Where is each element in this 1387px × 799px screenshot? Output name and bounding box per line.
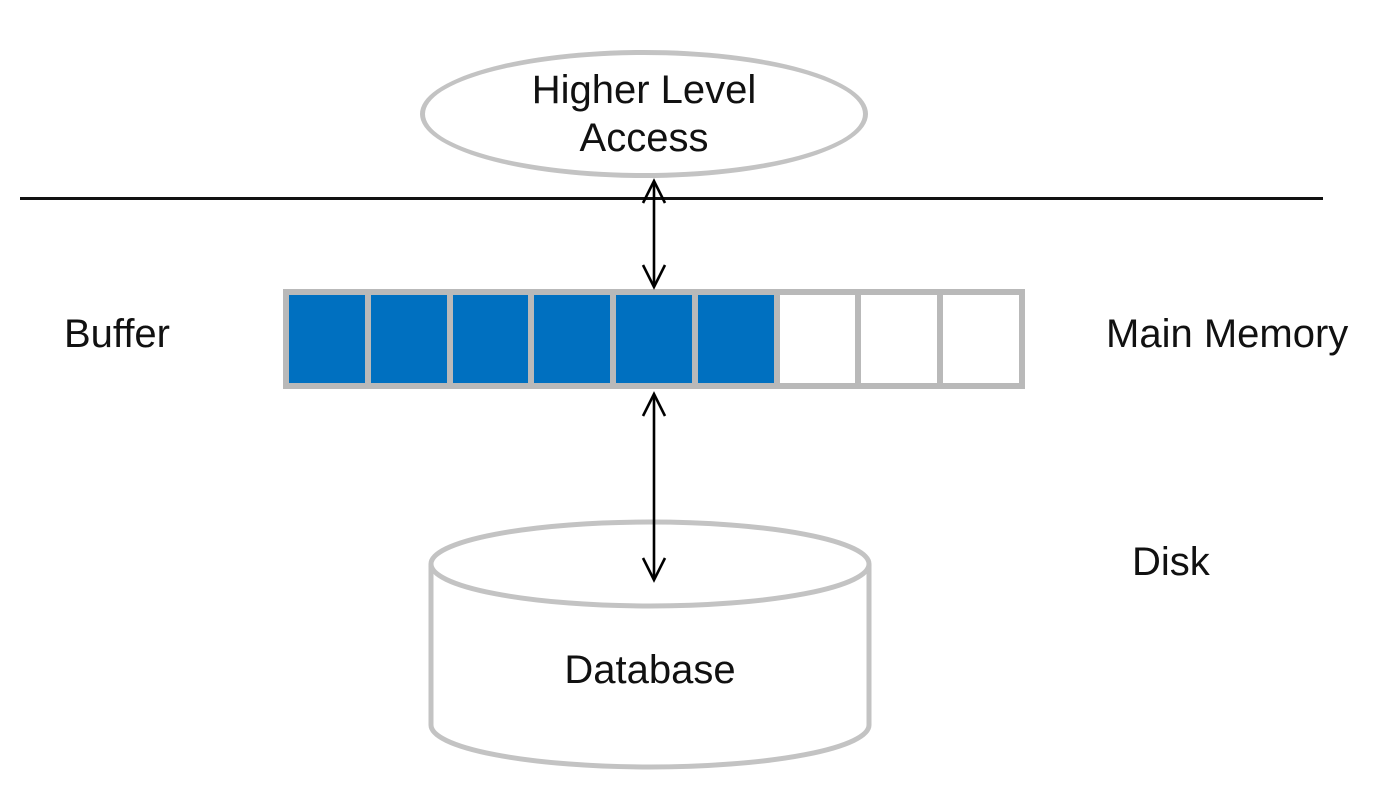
buffer-frame-row [283, 289, 1025, 389]
buffer-cell-filled [289, 295, 365, 383]
level-separator-line [20, 197, 1323, 200]
higher-level-access-node: Higher Level Access [420, 50, 868, 178]
buffer-cell-filled [370, 295, 447, 383]
buffer-cell-empty [861, 295, 938, 383]
buffer-cell-filled [697, 295, 774, 383]
disk-label: Disk [1132, 540, 1210, 584]
database-label: Database [564, 648, 736, 692]
higher-level-access-label-line1: Higher Level [531, 68, 757, 112]
database-cylinder-shape [428, 519, 872, 770]
buffer-label: Buffer [64, 312, 170, 356]
main-memory-label: Main Memory [1106, 312, 1349, 356]
buffer-cell-empty [779, 295, 856, 383]
buffer-cell-filled [534, 295, 611, 383]
buffer-cell-filled [452, 295, 529, 383]
buffer-cell-filled [616, 295, 692, 383]
higher-level-access-label-line2: Access [579, 116, 709, 160]
buffer-cell-empty [943, 295, 1020, 383]
